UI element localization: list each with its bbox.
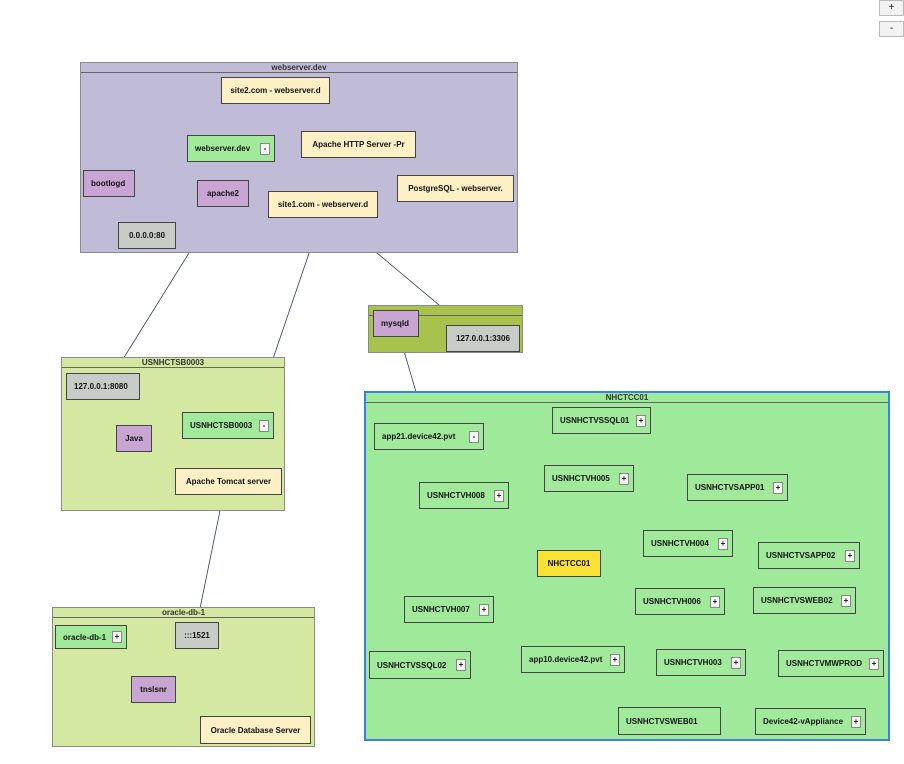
node-label: apache2 (206, 189, 240, 198)
node-label: 127.0.0.1:3306 (456, 334, 510, 343)
node-label: webserver.dev (195, 144, 251, 153)
node-ip-1521[interactable]: :::1521 (175, 622, 219, 649)
node-label: Device42-vAppliance (763, 717, 844, 726)
node-label: USNHCTVH004 (651, 539, 709, 548)
node-postgresql[interactable]: PostgreSQL - webserver. (397, 175, 514, 202)
node-label: USNHCTVSWEB01 (626, 716, 698, 726)
expand-toggle[interactable]: + (619, 472, 629, 485)
node-label: :::1521 (184, 631, 210, 640)
group-title: NHCTCC01 (366, 393, 888, 403)
node-label: tnslsnr (140, 685, 167, 694)
node-label: Java (125, 434, 143, 443)
group-title (369, 306, 522, 316)
node-label: USNHCTVSSQL01 (560, 416, 630, 425)
node-usnhctvh007[interactable]: USNHCTVH007 + (404, 596, 494, 623)
node-usnhctvsweb02[interactable]: USNHCTVSWEB02 + (753, 587, 856, 614)
node-label: USNHCTVH007 (412, 605, 470, 614)
node-ip-127-0-0-1-8080[interactable]: 127.0.0.1:8080 (66, 373, 140, 400)
node-apache-http-server[interactable]: Apache HTTP Server -Pr (301, 131, 416, 158)
node-label: USNHCTVSAPP02 (766, 551, 836, 560)
node-label: NHCTCC01 (547, 559, 591, 568)
zoom-in-button[interactable]: + (879, 0, 904, 16)
expand-toggle[interactable]: + (494, 489, 504, 502)
node-label: Apache Tomcat server (185, 477, 272, 486)
node-apache2[interactable]: apache2 (197, 180, 249, 207)
node-usnhctvssql02[interactable]: USNHCTVSSQL02 + (369, 651, 471, 679)
node-app21-device42[interactable]: app21.device42.pvt - (374, 423, 484, 450)
node-label: USNHCTVH005 (552, 474, 610, 483)
expand-toggle[interactable]: + (479, 603, 489, 616)
collapse-toggle[interactable]: - (260, 142, 270, 155)
node-apache-tomcat-server[interactable]: Apache Tomcat server (175, 468, 282, 495)
expand-toggle[interactable]: + (869, 657, 879, 670)
edge-ip1521-to-tomcat (196, 494, 225, 622)
expand-toggle[interactable]: + (841, 594, 851, 607)
node-label: Apache HTTP Server -Pr (312, 140, 405, 149)
node-label: mysqld (381, 319, 410, 328)
node-label: USNHCTVH003 (664, 658, 722, 667)
expand-toggle[interactable]: + (851, 715, 861, 728)
node-usnhctvh006[interactable]: USNHCTVH006 + (635, 588, 725, 615)
node-usnhctvsweb01[interactable]: USNHCTVSWEB01 (618, 707, 721, 735)
zoom-out-button[interactable]: - (879, 21, 904, 37)
node-label: app21.device42.pvt (382, 432, 456, 441)
expand-toggle[interactable]: + (773, 481, 783, 494)
node-label: PostgreSQL - webserver. (408, 184, 503, 193)
node-label: site2.com - webserver.d (230, 86, 321, 95)
node-label: USNHCTSB0003 (190, 421, 253, 430)
node-usnhctvsapp01[interactable]: USNHCTVSAPP01 + (687, 474, 788, 501)
expand-toggle[interactable]: + (718, 537, 728, 550)
node-oracle-database-server[interactable]: Oracle Database Server (200, 716, 311, 744)
node-nhctcc01-root[interactable]: NHCTCC01 (537, 550, 601, 577)
node-label: Oracle Database Server (210, 725, 301, 735)
node-label: 127.0.0.1:8080 (74, 382, 128, 391)
node-site1-webserver[interactable]: site1.com - webserver.d (268, 191, 378, 218)
node-label: oracle-db-1 (63, 632, 107, 642)
node-usnhctvssql01[interactable]: USNHCTVSSQL01 + (552, 407, 651, 434)
node-usnhctsb0003[interactable]: USNHCTSB0003- (182, 412, 274, 439)
node-usnhctvh005[interactable]: USNHCTVH005 + (544, 465, 634, 492)
expand-toggle[interactable]: + (710, 595, 720, 608)
collapse-toggle[interactable]: - (469, 430, 479, 443)
collapse-toggle[interactable]: - (259, 419, 269, 432)
node-label: USNHCTVSAPP01 (695, 483, 765, 492)
expand-toggle[interactable]: + (112, 631, 122, 643)
node-label: USNHCTVH008 (427, 491, 485, 500)
node-label: USNHCTVH006 (643, 597, 701, 606)
node-java[interactable]: Java (116, 425, 152, 452)
expand-toggle[interactable]: + (731, 656, 741, 669)
node-tnslsnr[interactable]: tnslsnr (131, 676, 176, 703)
node-label: 0.0.0.0:80 (128, 231, 166, 240)
node-usnhctvh008[interactable]: USNHCTVH008 + (419, 482, 509, 509)
node-label: site1.com - webserver.d (277, 200, 369, 209)
node-label: app10.device42.pvt (529, 655, 603, 664)
node-ip-127-0-0-1-3306[interactable]: 127.0.0.1:3306 (446, 325, 520, 352)
group-title: webserver.dev (81, 63, 517, 73)
expand-toggle[interactable]: + (456, 659, 466, 671)
node-usnhctvmwprod[interactable]: USNHCTVMWPROD + (778, 650, 884, 677)
node-label: USNHCTVSSQL02 (377, 660, 447, 670)
node-usnhctvh004[interactable]: USNHCTVH004 + (643, 530, 733, 557)
group-title: USNHCTSB0003 (62, 358, 284, 368)
node-label: USNHCTVSWEB02 (761, 596, 833, 605)
node-ip-0-0-0-0-80[interactable]: 0.0.0.0:80 (118, 222, 176, 249)
node-device42-vappliance[interactable]: Device42-vAppliance + (755, 708, 866, 735)
node-webserver-dev[interactable]: webserver.dev- (187, 135, 275, 162)
node-site2-webserver[interactable]: site2.com - webserver.d (221, 77, 330, 104)
node-label: bootlogd (91, 179, 126, 188)
node-usnhctvh003[interactable]: USNHCTVH003 + (656, 649, 746, 676)
node-label: USNHCTVMWPROD (786, 659, 862, 668)
expand-toggle[interactable]: + (636, 414, 646, 427)
expand-toggle[interactable]: + (845, 549, 855, 562)
node-app10-device42[interactable]: app10.device42.pvt + (521, 646, 625, 673)
node-oracle-db-1[interactable]: oracle-db-1 + (55, 625, 127, 649)
node-mysqld[interactable]: mysqld (373, 310, 419, 337)
node-bootlogd[interactable]: bootlogd (83, 170, 135, 197)
expand-toggle[interactable]: + (610, 653, 620, 666)
node-usnhctvsapp02[interactable]: USNHCTVSAPP02 + (758, 542, 860, 569)
group-title: oracle-db-1 (53, 608, 314, 618)
